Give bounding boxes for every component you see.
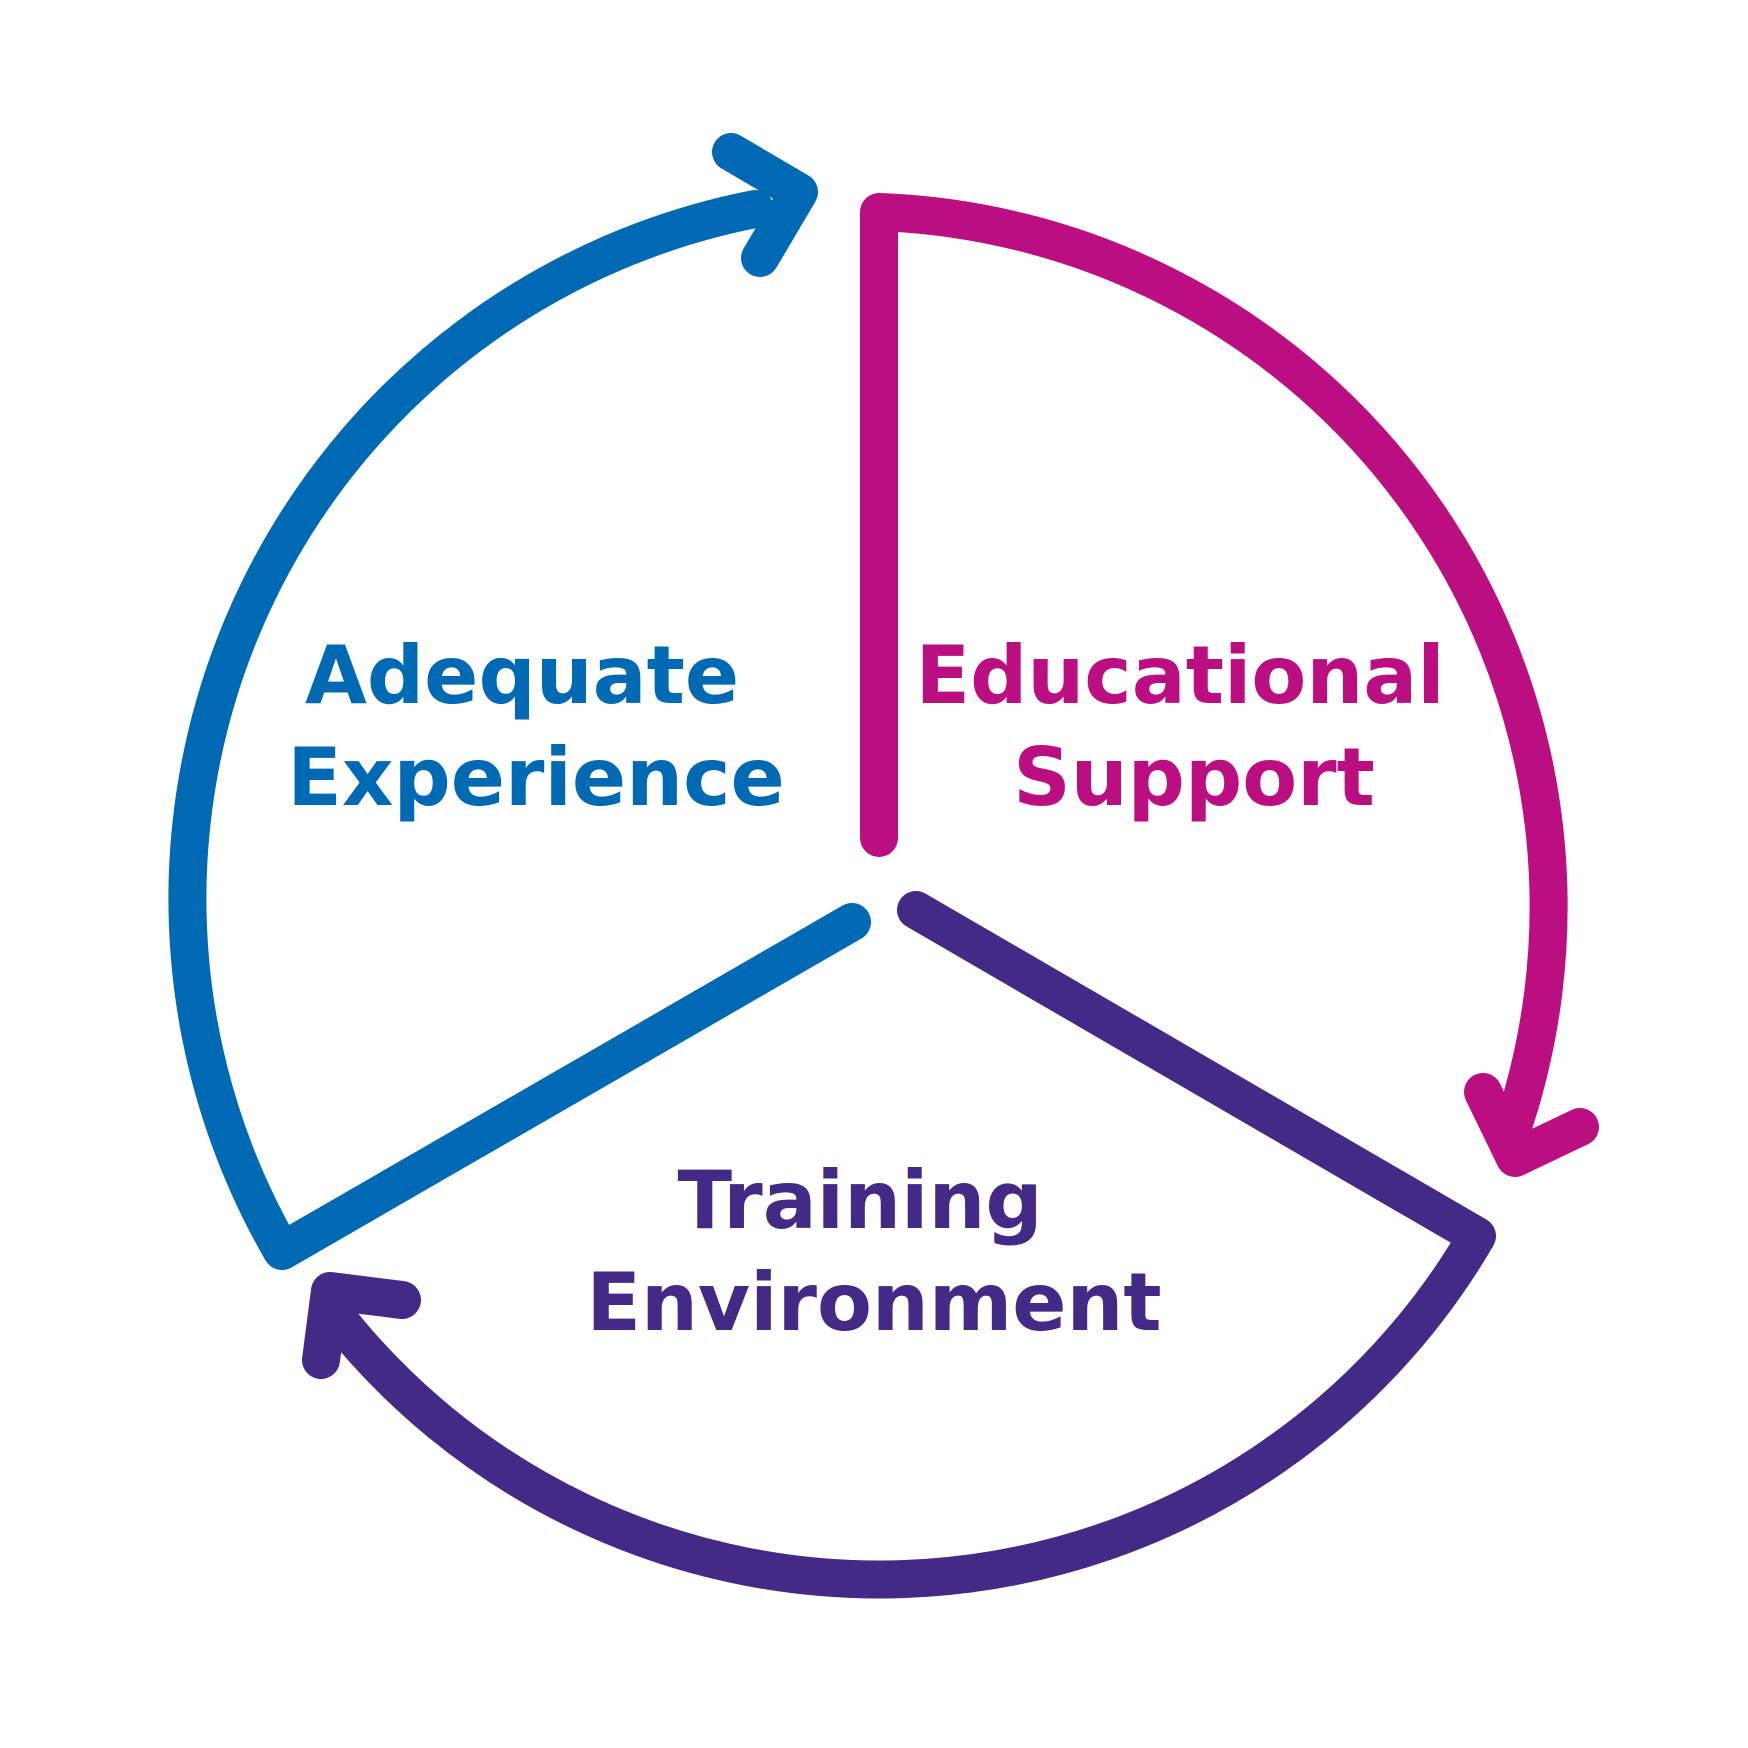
label-adequate-experience-line-1: Adequate [305, 629, 739, 722]
educational-support-arc [860, 193, 1568, 1154]
label-training-environment-line-2: Environment [586, 1256, 1161, 1349]
training-environment-arrowhead [302, 1272, 421, 1379]
label-educational-support: Educational Support [915, 629, 1472, 824]
adequate-experience-arrowhead [712, 133, 818, 277]
segment-training-environment [302, 891, 1496, 1599]
label-training-environment-line-1: Training [677, 1154, 1042, 1247]
segment-educational-support [860, 193, 1599, 1177]
label-educational-support-line-2: Support [1013, 731, 1375, 824]
label-adequate-experience-line-2: Experience [287, 731, 785, 824]
adequate-experience-arc [168, 190, 871, 1270]
training-environment-arc [316, 891, 1496, 1599]
label-educational-support-line-1: Educational [915, 629, 1444, 722]
label-adequate-experience: Adequate Experience [287, 629, 785, 824]
educational-support-arrowhead [1464, 1073, 1599, 1177]
label-training-environment: Training Environment [586, 1154, 1161, 1349]
segment-adequate-experience [168, 133, 871, 1270]
